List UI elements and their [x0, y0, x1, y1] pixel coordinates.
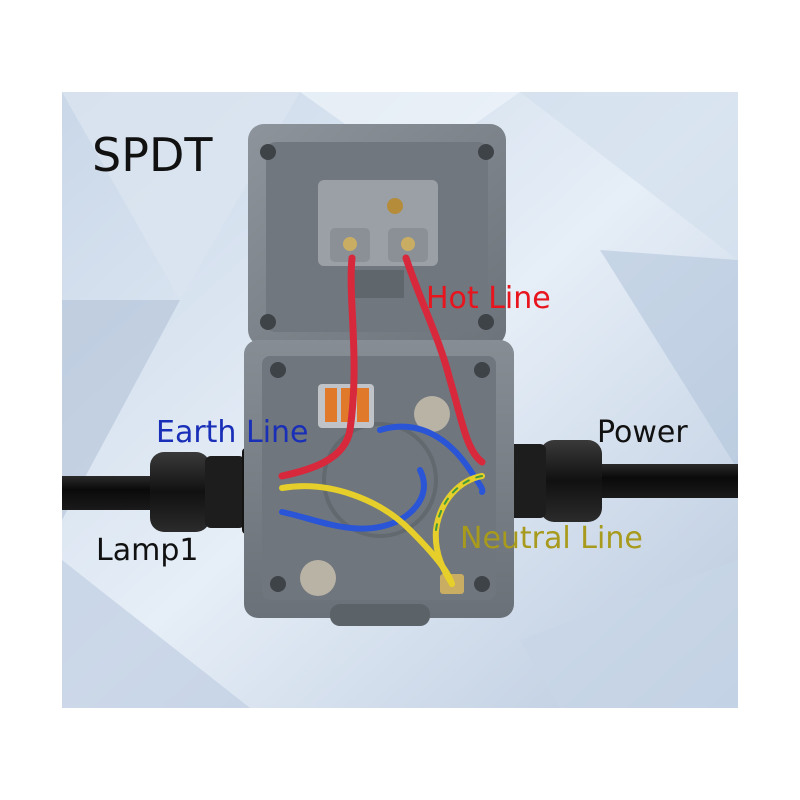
neutral-line-label: Neutral Line — [460, 521, 643, 556]
box-lid — [248, 124, 506, 346]
terminal-screw — [343, 237, 357, 251]
hot-line-label: Hot Line — [426, 281, 551, 316]
power-label: Power — [597, 415, 688, 450]
earth-line-label: Earth Line — [156, 415, 309, 450]
power-cable — [595, 464, 738, 498]
junction-box — [244, 340, 514, 626]
diagram-title: SPDT — [92, 128, 213, 182]
wires — [278, 254, 486, 587]
mounting-post — [300, 560, 336, 596]
terminal-screw — [401, 237, 415, 251]
lamp-label: Lamp1 — [96, 533, 199, 568]
mounting-post — [414, 396, 450, 432]
